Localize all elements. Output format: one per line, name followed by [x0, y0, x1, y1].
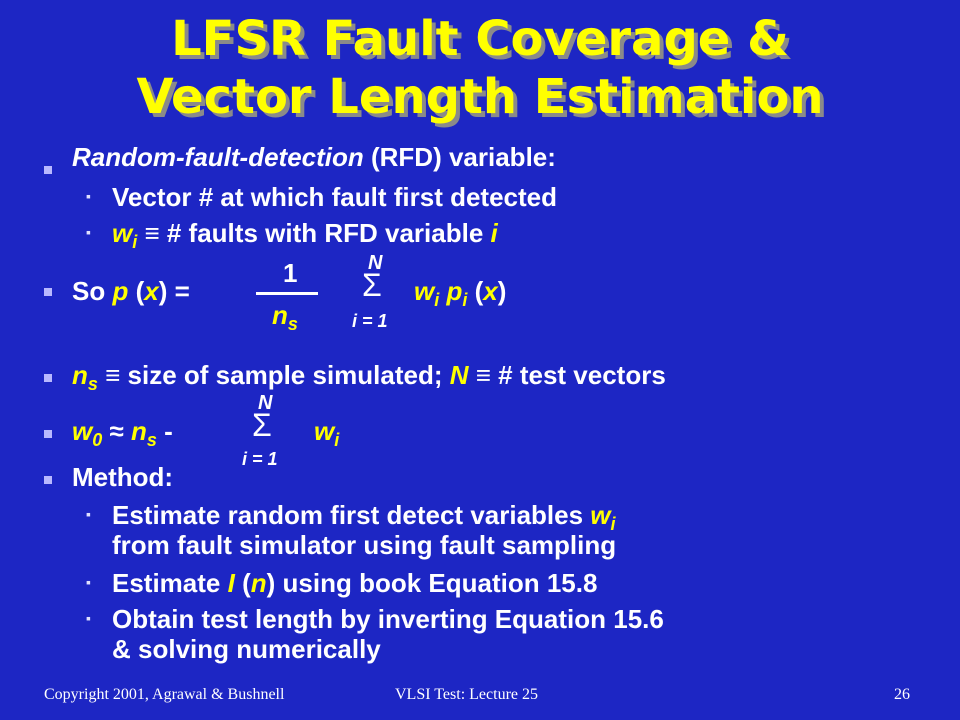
approx-sym: ≈	[109, 416, 124, 446]
x-symbol: x	[144, 276, 159, 306]
footer-page-number: 26	[894, 686, 910, 703]
bullet-rfd: Random-fault-detection (RFD) variable:	[72, 142, 556, 172]
frac-denominator: ns	[272, 300, 298, 334]
m1-sub: i	[610, 514, 616, 534]
ns-n: n	[272, 300, 288, 330]
p-symbol: p	[112, 276, 129, 306]
method-step-3: Obtain test length by inverting Equation…	[112, 604, 664, 634]
w-sub2: i	[334, 430, 340, 450]
bullet-method: Method:	[72, 462, 174, 492]
bullet-square-icon	[44, 166, 52, 174]
bullet-square-icon	[44, 288, 52, 296]
N-sym: N	[449, 360, 469, 390]
x-sym: x	[483, 276, 498, 306]
formula-p: So p (x) =	[72, 276, 190, 306]
footer-copyright: Copyright 2001, Agrawal & Bushnell	[44, 686, 285, 703]
bullet-square-icon	[44, 430, 52, 438]
bullet-square-icon	[44, 476, 52, 484]
i-eq-1: i = 1	[352, 311, 388, 331]
ns-n3: n	[131, 416, 147, 446]
sub-bullet-icon: ▪	[86, 224, 91, 240]
ns-s2: s	[87, 374, 98, 394]
equiv-symbol: ≡	[137, 218, 167, 248]
sub-bullet-wi: wi ≡ # faults with RFD variable i	[112, 218, 498, 252]
formula-w0: w0 ≈ ns -	[72, 416, 173, 450]
sum2-body: wi	[314, 416, 340, 450]
w-sym2: w	[314, 416, 335, 446]
frac-numerator: 1	[283, 258, 298, 288]
rfd-term: Random-fault-detection	[72, 142, 364, 172]
N-label: N	[368, 252, 383, 274]
ns-s: s	[287, 314, 298, 334]
wi-subscript: i	[132, 232, 138, 252]
footer-lecture: VLSI Test: Lecture 25	[395, 686, 538, 703]
wi-desc: # faults with RFD variable	[166, 218, 491, 248]
fraction-bar	[256, 292, 318, 295]
so-word: So	[72, 276, 106, 306]
sum-upper-N: N	[368, 248, 382, 278]
sigma-icon: Σ	[362, 267, 382, 303]
m2a: Estimate	[112, 568, 228, 598]
sub-bullet-vector: Vector # at which fault first detected	[112, 182, 557, 212]
equiv2: ≡	[105, 360, 121, 390]
bullet-ns: ns ≡ size of sample simulated; N ≡ # tes…	[72, 360, 666, 394]
rfd-rest: (RFD) variable:	[363, 142, 556, 172]
ns-desc: size of sample simulated;	[120, 360, 450, 390]
sub-bullet-icon: ▪	[86, 610, 91, 626]
m2b: using book Equation 15.8	[275, 568, 598, 598]
w-sub: i	[434, 290, 440, 310]
p-sub: i	[462, 290, 468, 310]
i-eq-1b: i = 1	[242, 449, 278, 469]
title-line-1: LFSR Fault Coverage &	[171, 11, 789, 67]
bullet-square-icon	[44, 374, 52, 382]
m1a: Estimate random first detect variables	[112, 500, 591, 530]
sub-bullet-icon: ▪	[86, 188, 91, 204]
title-line-2: Vector Length Estimation	[136, 69, 824, 125]
sub-bullet-icon: ▪	[86, 574, 91, 590]
method-step-1b: from fault simulator using fault samplin…	[112, 530, 617, 560]
m2-n: n	[250, 568, 267, 598]
m1-w: w	[590, 500, 611, 530]
w0-w: w	[72, 416, 93, 446]
ns-s3: s	[146, 430, 157, 450]
wi-symbol: w	[112, 218, 133, 248]
w-sym: w	[414, 276, 435, 306]
slide-title: LFSR Fault Coverage & Vector Length Esti…	[0, 10, 960, 126]
ns-n2: n	[72, 360, 88, 390]
method-step-3b: & solving numerically	[112, 634, 381, 664]
method-step-2: Estimate I (n) using book Equation 15.8	[112, 568, 598, 598]
sigma2-icon: Σ	[252, 407, 272, 443]
wi-var: i	[490, 218, 498, 248]
equiv3: ≡	[475, 360, 491, 390]
p-sym: p	[446, 276, 463, 306]
sum2-lower: i = 1	[242, 444, 278, 474]
sub-bullet-icon: ▪	[86, 506, 91, 522]
minus-sym: -	[164, 416, 173, 446]
N-desc: # test vectors	[490, 360, 666, 390]
sum2-upper-N: N	[258, 388, 272, 418]
sum-body: wi pi (x)	[414, 276, 507, 310]
N-label2: N	[258, 392, 273, 414]
method-step-1: Estimate random first detect variables w…	[112, 500, 616, 534]
w0-sub: 0	[92, 430, 103, 450]
sum-lower: i = 1	[352, 306, 388, 336]
m2-I: I	[227, 568, 235, 598]
